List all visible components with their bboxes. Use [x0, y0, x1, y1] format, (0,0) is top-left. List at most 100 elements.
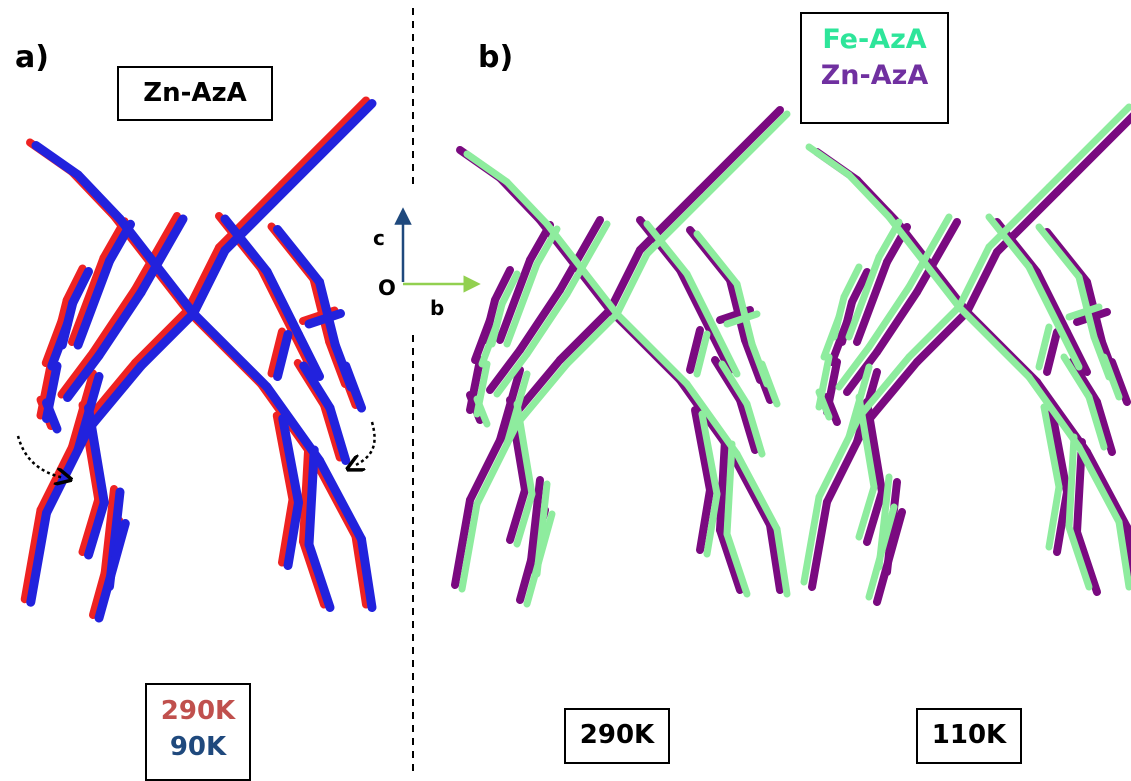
zn-b1-bond-9 [606, 246, 644, 314]
fe-b2-bond-33 [1075, 273, 1098, 341]
axis-origin-label: O [378, 276, 396, 300]
zn-b1-bond-38 [691, 406, 714, 494]
temp-90k-label: 90K [169, 732, 227, 762]
fe-b1-bond-10 [563, 310, 621, 368]
zn-b1-bond-28 [471, 316, 494, 364]
zn-b1-bond-37 [736, 396, 759, 454]
fe-b2-bond-0 [805, 143, 853, 179]
zn-b2-bond-16 [843, 348, 881, 396]
fe-b1-bond-13 [458, 500, 481, 593]
fe-b2-bond-10 [905, 303, 963, 361]
zn-290k-bond-10 [131, 306, 192, 367]
fe-b1-bond-0 [463, 150, 511, 186]
fe-b1-bond-37 [743, 400, 766, 458]
zn-b1-bond-15 [516, 286, 564, 354]
fe-b1-bond-7 [703, 110, 791, 198]
zn-b2-bond-42 [1108, 358, 1131, 406]
fe-b2-bond-14 [905, 213, 953, 291]
zn-290k-bond-43 [267, 327, 286, 378]
zn-b2-bond-14 [913, 218, 961, 296]
fe-b1-bond-1 [503, 178, 551, 228]
fe-b1-bond-43 [693, 330, 711, 378]
zn-290k-bond-38 [272, 411, 297, 504]
zn-b2-bond-6 [1123, 523, 1131, 580]
fe-b1-bond-27 [473, 395, 491, 428]
zn-b1-bond-31 [706, 326, 734, 374]
zn-b2-bond-11 [863, 358, 921, 426]
zn-90k-bond-13 [26, 508, 51, 607]
zn-90k-bond-16 [63, 351, 104, 402]
zn-b1-bond-13 [451, 496, 474, 589]
fe-b2-bond-26 [865, 503, 898, 601]
zn-90k-bond-29 [220, 214, 272, 276]
fe-b1-bond-41 [723, 530, 751, 598]
fe-b2-bond-13 [800, 493, 823, 586]
zn-90k-bond-38 [278, 414, 303, 507]
zn-b2-bond-23 [863, 398, 886, 496]
zn-90k-bond-17 [73, 256, 114, 350]
zn-90k-bond-7 [283, 99, 377, 192]
fe-b1-bond-18 [533, 225, 561, 268]
zn-90k-bond-11 [84, 361, 146, 434]
zn-b1-bond-20 [491, 266, 514, 304]
fe-b2-bond-30 [1025, 263, 1063, 331]
fe-b2-bond-4 [1025, 373, 1083, 451]
zn-b2-bond-15 [873, 288, 921, 356]
fe-b2-bond-17 [845, 253, 883, 341]
zn-90k-bond-23 [84, 403, 109, 507]
fe-b1-bond-11 [513, 360, 571, 428]
zn-b2-bond-39 [1053, 488, 1071, 556]
zn-90k-bond-32 [273, 225, 324, 287]
zn-b2-bond-17 [853, 258, 891, 346]
zn-b2-bond-43 [1043, 328, 1061, 376]
zn-b2-bond-5 [1083, 448, 1131, 531]
fe-b2-bond-5 [1075, 443, 1123, 526]
temperature-box-a: 290K 90K [145, 683, 251, 781]
fe-b1-bond-8 [643, 190, 711, 258]
fe-b1-bond-4 [683, 380, 741, 458]
zn-b2-bond-37 [1093, 398, 1116, 456]
fe-b2-bond-9 [955, 243, 993, 311]
compound-label: Zn-AzA [143, 78, 247, 108]
zn-b2-bond-30 [1033, 268, 1071, 336]
fe-b2-bond-27 [815, 388, 833, 421]
zn-b1-bond-5 [726, 446, 774, 529]
zn-b1-bond-16 [486, 346, 524, 394]
fe-b1-bond-20 [498, 270, 521, 308]
zn-290k-bond-37 [320, 401, 344, 462]
fe-b2-bond-36 [1060, 353, 1093, 401]
fe-b2-bond-40 [1065, 433, 1078, 531]
zn-90k-bond-18 [105, 219, 135, 266]
fe-b2-bond-1 [845, 171, 893, 221]
fe-b1-bond-23 [513, 400, 536, 498]
zn-90k-bond-43 [273, 330, 293, 381]
zn-90k-bond-14 [136, 214, 188, 297]
zn-290k-bond-20 [62, 264, 87, 304]
zn-b1-bond-40 [716, 436, 729, 534]
fe-b2-bond-43 [1035, 323, 1053, 371]
rotation-arrow-right [354, 421, 376, 466]
fe-b1-bond-32 [693, 230, 741, 288]
fe-b2-bond-35 [1065, 303, 1103, 321]
zn-90k-bond-27 [42, 398, 62, 434]
legend-zn-aza: Zn-AzA [820, 60, 929, 91]
fe-b1-bond-38 [698, 410, 721, 498]
zn-290k-bond-39 [278, 495, 297, 567]
zn-90k-bond-41 [304, 540, 335, 612]
fe-b2-bond-24 [855, 483, 878, 541]
fe-b1-bond-3 [613, 310, 691, 388]
zn-b2-bond-20 [848, 268, 871, 306]
zn-b1-bond-30 [676, 266, 714, 334]
molecule-fe-aza-110k-overlay [800, 103, 1131, 601]
fe-b1-bond-29 [643, 220, 691, 278]
zn-b1-bond-6 [766, 521, 784, 594]
zn-90k-bond-42 [341, 361, 366, 413]
zn-b1-bond-10 [556, 306, 614, 364]
zn-b2-bond-28 [828, 318, 851, 366]
zn-b2-bond-26 [873, 508, 906, 606]
zn-290k-bond-7 [278, 96, 370, 189]
fe-b2-bond-3 [955, 303, 1033, 381]
zn-b2-bond-31 [1063, 328, 1091, 376]
fe-b2-bond-8 [985, 183, 1053, 251]
fe-b1-bond-24 [513, 490, 536, 548]
